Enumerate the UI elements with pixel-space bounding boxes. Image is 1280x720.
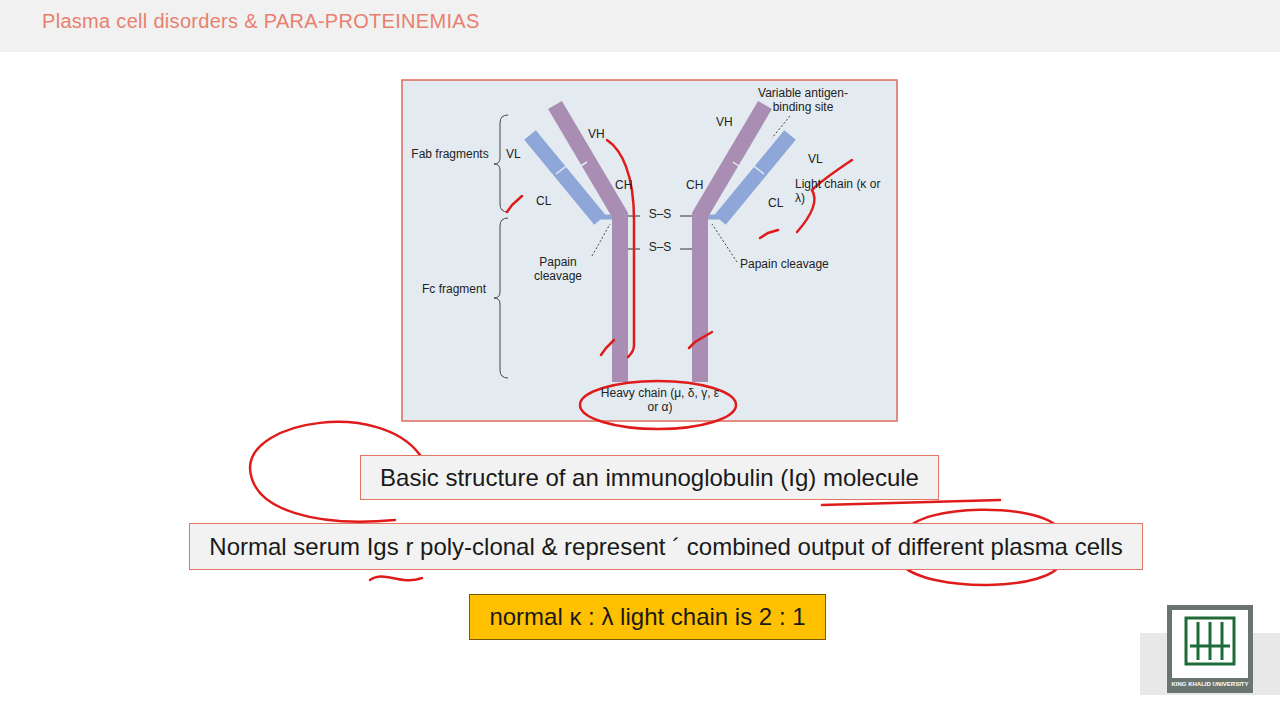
- part-label: Papain cleavage: [740, 258, 870, 272]
- part-label: CL: [536, 195, 558, 209]
- box-text: Basic structure of an immunoglobulin (Ig…: [380, 464, 919, 492]
- logo-frame: [1167, 605, 1253, 693]
- logo-mark: [1186, 618, 1234, 664]
- part-label: S–S: [640, 241, 680, 255]
- text-box: Basic structure of an immunoglobulin (Ig…: [360, 455, 939, 500]
- part-label: VH: [716, 116, 740, 130]
- part-label: S–S: [640, 208, 680, 222]
- part-label: Heavy chain (μ, δ, γ, ε or α): [598, 387, 722, 415]
- bracket: [494, 115, 508, 378]
- text-box: Normal serum Igs r poly-clonal & represe…: [189, 523, 1143, 570]
- part-label: CH: [686, 179, 708, 193]
- domain-boundary: [556, 162, 764, 174]
- logo-field: [1172, 610, 1248, 678]
- part-label: VL: [506, 148, 530, 162]
- header-band: [0, 0, 1280, 52]
- highlight-box: normal κ : λ light chain is 2 : 1: [469, 594, 826, 640]
- logo-text: KING KHALID UNIVERSITY: [1167, 681, 1253, 687]
- heavy-chain: [555, 105, 620, 382]
- part-label: Variable antigen-binding site: [742, 87, 864, 115]
- leader-line: [592, 116, 790, 262]
- part-label: Fab fragments: [410, 148, 490, 162]
- part-label: VH: [588, 128, 612, 142]
- heavy-chain: [700, 105, 765, 382]
- part-label: CH: [615, 179, 639, 193]
- part-label: CL: [768, 197, 790, 211]
- part-label: VL: [808, 153, 832, 167]
- hand-annotation: [250, 140, 1062, 585]
- figure-frame: [402, 80, 897, 421]
- box-text: normal κ : λ light chain is 2 : 1: [489, 603, 805, 631]
- box-text: Normal serum Igs r poly-clonal & represe…: [209, 533, 1122, 561]
- slide-title: Plasma cell disorders & PARA-PROTEINEMIA…: [42, 10, 480, 33]
- part-label: Fc fragment: [418, 283, 490, 297]
- part-label: Papain cleavage: [522, 256, 594, 284]
- part-label: Light chain (κ or λ): [795, 178, 881, 206]
